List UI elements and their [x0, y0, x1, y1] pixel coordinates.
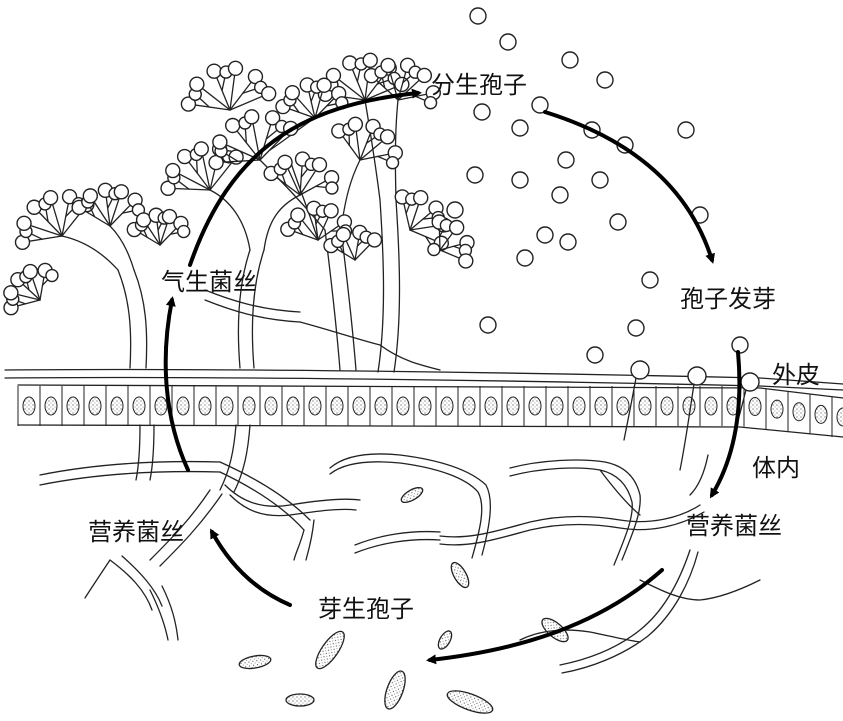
arrow-budding-to-vegetative [210, 528, 292, 607]
label-conidia: 分生孢子 [431, 71, 527, 99]
aerial-hyphae [3, 52, 475, 373]
epidermis-cells [17, 386, 843, 438]
conidia-spores [446, 7, 749, 364]
label-budding-spores: 芽生孢子 [318, 595, 414, 623]
cycle-arrows [163, 88, 742, 665]
epidermis-layer [4, 368, 843, 438]
label-aerial-hyphae: 气生菌丝 [161, 268, 257, 296]
arrow-vegetative-to-aerial [163, 296, 190, 472]
label-spore-germination: 孢子发芽 [680, 285, 776, 313]
arrow-conidia-to-germination [543, 110, 715, 264]
vegetative-hyphae [39, 424, 761, 674]
budding-spores-cells [238, 486, 569, 714]
arrow-germination-to-body [709, 350, 742, 499]
germinating-spores [623, 360, 760, 471]
label-vegetative-hyphae-right: 营养菌丝 [686, 512, 782, 540]
label-in-body: 体内 [752, 454, 800, 482]
arrow-vegetative-to-budding [426, 568, 664, 665]
label-vegetative-hyphae-left: 营养菌丝 [88, 518, 184, 546]
arrow-aerial-to-conidia [188, 88, 422, 267]
label-epidermis: 外皮 [772, 361, 820, 389]
